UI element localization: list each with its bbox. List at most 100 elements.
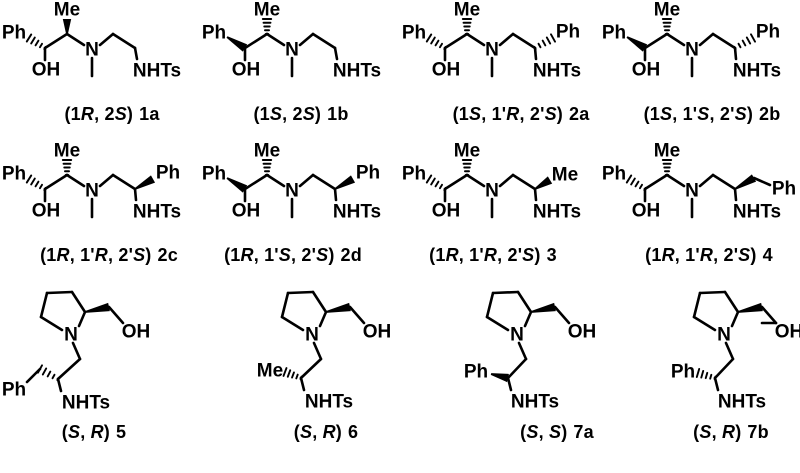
structure-label: (1S, 1'S, 2'S)2b	[612, 104, 800, 125]
svg-text:Ph: Ph	[156, 163, 180, 184]
svg-text:N: N	[64, 325, 78, 346]
svg-text:Ph: Ph	[202, 164, 226, 185]
svg-text:OH: OH	[632, 201, 661, 222]
svg-text:Ph: Ph	[602, 23, 626, 44]
svg-text:OH: OH	[775, 322, 800, 343]
svg-text:N: N	[717, 325, 731, 346]
svg-text:Ph: Ph	[602, 164, 626, 185]
svg-text:Me: Me	[54, 0, 80, 21]
svg-text:Ph: Ph	[402, 23, 426, 44]
compound-id: 2c	[157, 245, 178, 265]
svg-text:N: N	[685, 181, 699, 202]
svg-text:Me: Me	[454, 0, 480, 21]
svg-text:Ph: Ph	[671, 362, 695, 383]
structure-label: (S, S)7a	[457, 422, 657, 443]
svg-text:Ph: Ph	[756, 22, 780, 43]
stereo-descriptor: (1S, 2S)	[253, 104, 322, 124]
svg-text:NHTs: NHTs	[533, 61, 581, 82]
svg-text:NHTs: NHTs	[133, 202, 181, 223]
svg-text:OH: OH	[632, 60, 661, 81]
compound-id: 4	[762, 245, 773, 265]
compound-id: 1a	[139, 104, 160, 124]
stereo-descriptor: (1S, 1'S, 2'S)	[643, 104, 754, 124]
svg-text:Me: Me	[552, 165, 578, 186]
structure-label: (1R, 1'R, 2'S)4	[609, 245, 800, 266]
stereo-descriptor: (S, S)	[520, 422, 568, 442]
svg-text:N: N	[85, 181, 99, 202]
svg-text:Ph: Ph	[356, 163, 380, 184]
svg-text:N: N	[85, 40, 99, 61]
compound-id: 2a	[569, 104, 590, 124]
compound-id: 2b	[759, 104, 781, 124]
stereo-descriptor: (S, R)	[293, 422, 342, 442]
svg-text:OH: OH	[32, 60, 61, 81]
structure-label: (1R, 1'R, 2'S)3	[393, 245, 593, 266]
stereo-descriptor: (1R, 2S)	[64, 104, 134, 124]
compound-id: 1b	[327, 104, 349, 124]
compound-id: 2d	[340, 245, 362, 265]
svg-text:Me: Me	[654, 0, 680, 21]
svg-text:OH: OH	[122, 322, 151, 343]
svg-text:Ph: Ph	[202, 23, 226, 44]
svg-text:Me: Me	[257, 361, 283, 382]
svg-text:OH: OH	[568, 322, 597, 343]
stereo-descriptor: (1S, 1'R, 2'S)	[452, 104, 563, 124]
compound-id: 5	[116, 422, 127, 442]
svg-text:N: N	[305, 325, 319, 346]
svg-text:Me: Me	[454, 141, 480, 162]
svg-text:OH: OH	[432, 60, 461, 81]
svg-text:N: N	[510, 325, 524, 346]
svg-text:NHTs: NHTs	[533, 202, 581, 223]
stereo-descriptor: (1R, 1'R, 2'S)	[645, 245, 757, 265]
svg-text:NHTs: NHTs	[62, 393, 110, 414]
svg-text:NHTs: NHTs	[133, 61, 181, 82]
structure-label: (1R, 2S)1a	[12, 104, 212, 125]
structure-label: (S, R) 5	[0, 422, 194, 443]
svg-text:Me: Me	[654, 141, 680, 162]
stereo-descriptor: (1R, 1'S, 2'S)	[224, 245, 335, 265]
stereo-descriptor: (S, R)	[61, 422, 110, 442]
svg-text:OH: OH	[32, 201, 61, 222]
svg-text:NHTs: NHTs	[333, 202, 381, 223]
structure-label: (S, R)7b	[631, 422, 800, 443]
svg-text:NHTs: NHTs	[305, 392, 353, 413]
svg-text:OH: OH	[232, 60, 261, 81]
svg-text:N: N	[485, 181, 499, 202]
structure-label: (1R, 1'R, 2'S)2c	[9, 245, 209, 266]
svg-text:NHTs: NHTs	[733, 61, 781, 82]
svg-text:NHTs: NHTs	[718, 392, 766, 413]
svg-text:Me: Me	[54, 141, 80, 162]
svg-text:Ph: Ph	[464, 362, 488, 383]
compound-id: 6	[348, 422, 359, 442]
svg-text:N: N	[285, 181, 299, 202]
svg-text:N: N	[285, 40, 299, 61]
svg-text:Ph: Ph	[2, 23, 26, 44]
svg-text:Ph: Ph	[772, 179, 796, 200]
structure-label: (1S, 1'R, 2'S) 2a	[421, 104, 621, 125]
svg-text:Me: Me	[254, 141, 280, 162]
